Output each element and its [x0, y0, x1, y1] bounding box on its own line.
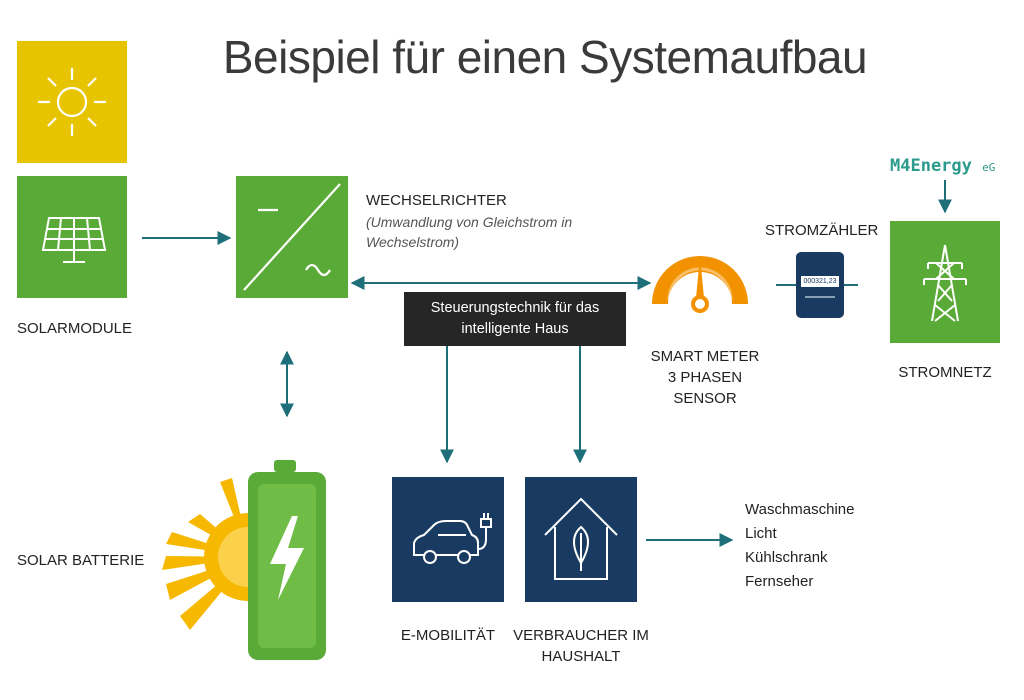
inverter-label: WECHSELRICHTER [366, 192, 507, 209]
list-item: Kühlschrank [745, 549, 828, 566]
e-mobility-label: E-MOBILITÄT [400, 627, 496, 644]
list-item: Waschmaschine [745, 501, 855, 518]
list-item: Licht [745, 525, 777, 542]
power-pylon-icon [923, 244, 967, 322]
solar-panel-tile [17, 176, 127, 298]
household-label: VERBRAUCHER IM HAUSHALT [513, 627, 649, 665]
solar-panel-icon [41, 217, 107, 263]
electric-car-icon [413, 513, 492, 564]
list-item: Fernseher [745, 573, 814, 590]
battery-icon [162, 460, 326, 660]
household-tile [525, 477, 637, 602]
meter-reading: 000321,23 [801, 276, 839, 287]
inverter-tile [236, 176, 348, 298]
solarmodule-label: SOLARMODULE [17, 320, 133, 337]
grid-tile [890, 221, 1000, 343]
sun-icon [38, 68, 106, 136]
electricity-meter-icon: 000321,23 [796, 252, 844, 318]
control-technology-box: Steuerungstechnik für das intelligente H… [404, 292, 626, 346]
house-leaf-icon [544, 497, 618, 580]
battery-label: SOLAR BATTERIE [17, 552, 145, 569]
e-mobility-tile [392, 477, 504, 602]
consumer-list: Waschmaschine Licht Kühlschrank Fernsehe… [745, 498, 854, 594]
gauge-icon [652, 256, 748, 313]
brand-logo: M4Energy eG [890, 156, 996, 176]
meter-line [805, 296, 835, 298]
diagram-title: Beispiel für einen Systemaufbau [222, 31, 868, 83]
inverter-icon [243, 183, 341, 291]
grid-label: STROMNETZ [898, 364, 992, 381]
smart-meter-label: SMART METER 3 PHASEN SENSOR [650, 348, 760, 407]
inverter-description: (Umwandlung von Gleichstrom in Wechselst… [366, 214, 573, 250]
sun-tile [17, 41, 127, 163]
meter-label: STROMZÄHLER [765, 222, 879, 239]
